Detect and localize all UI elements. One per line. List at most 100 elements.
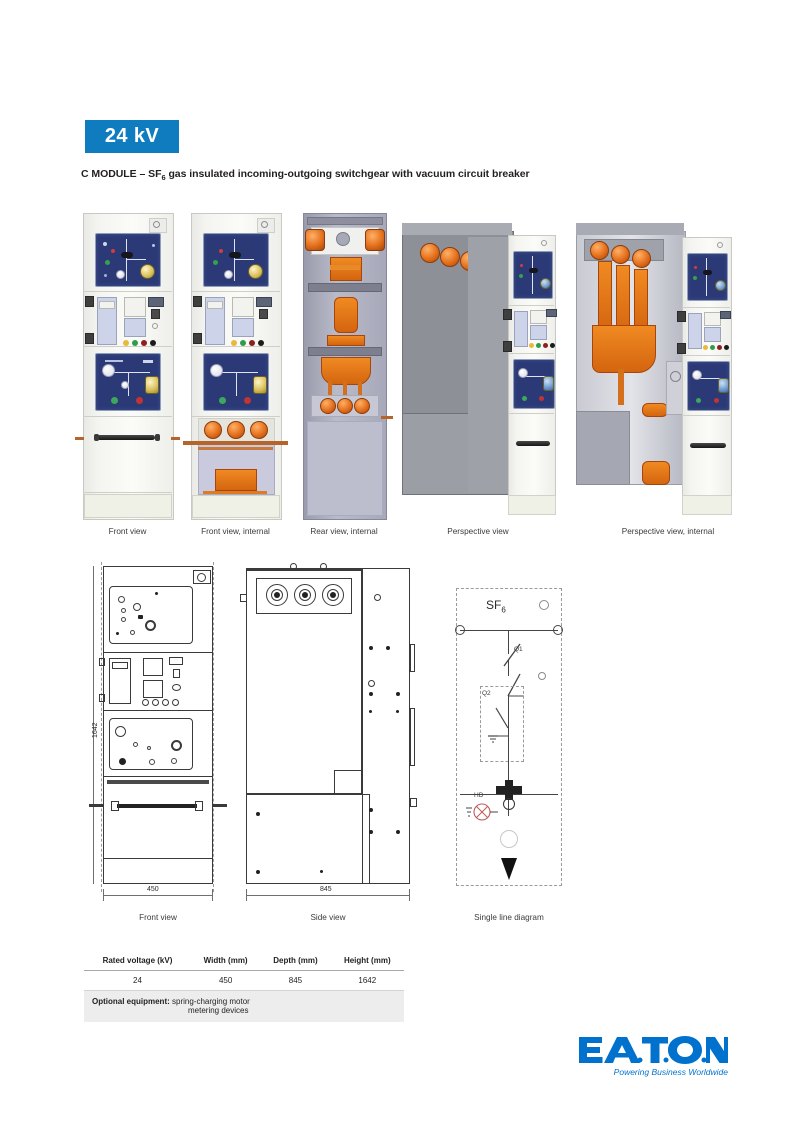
- vacuum-interrupter: [334, 297, 358, 333]
- digital-readout: [256, 297, 272, 307]
- relay-module: [514, 311, 528, 347]
- breaker-operating-socket[interactable]: [543, 376, 554, 391]
- photo-rear-view-internal: [303, 213, 393, 520]
- panel-seam: [191, 291, 280, 292]
- photo-perspective-view-internal: [570, 213, 735, 518]
- base-plinth: [84, 494, 172, 518]
- breaker-operating-socket[interactable]: [145, 376, 159, 394]
- panel-seam: [682, 355, 730, 356]
- dimension-tick: [212, 889, 213, 901]
- photo-caption: Front view: [108, 527, 147, 536]
- cable-bushing: [337, 398, 353, 414]
- photo-front-view: [75, 213, 180, 520]
- selector-switch[interactable]: [151, 309, 160, 319]
- top-bushing: [632, 249, 651, 268]
- busbar-stub: [75, 437, 84, 440]
- voltage-badge: 24 kV: [85, 120, 179, 153]
- panel-divider: [103, 710, 213, 711]
- operating-socket[interactable]: [715, 280, 726, 291]
- charge-indicator: [121, 381, 129, 389]
- bushing-inner-icon: [299, 589, 311, 601]
- cell-height: 1642: [330, 970, 404, 991]
- control-keypad: [232, 318, 254, 337]
- position-switch[interactable]: [703, 270, 712, 275]
- operating-socket[interactable]: [540, 278, 551, 289]
- top-bushing: [440, 247, 460, 267]
- dimension-line-horizontal: [246, 895, 410, 896]
- branch-line: [508, 630, 510, 654]
- support-beam: [308, 347, 382, 356]
- bushing-core: [330, 592, 336, 598]
- indicator-label-hd: HD: [474, 792, 484, 799]
- led-indicator: [104, 274, 107, 277]
- breaker-operating-socket[interactable]: [253, 376, 267, 394]
- breaker-status-dial: [210, 364, 223, 377]
- relay-module: [97, 297, 117, 345]
- cell-width: 450: [190, 970, 261, 991]
- panel-hole: [369, 646, 373, 650]
- mimic-bus-line: [520, 376, 548, 378]
- panel-hole: [369, 692, 373, 696]
- gas-label-sub: 6: [501, 605, 506, 615]
- led-black: [150, 340, 156, 346]
- led-yellow: [123, 340, 129, 346]
- step-line: [334, 770, 362, 771]
- bushing-plate-outline: [256, 578, 352, 614]
- selector-outline: [173, 669, 180, 678]
- breaker-operating-socket[interactable]: [718, 378, 729, 393]
- optional-equipment-row: Optional equipment: spring-charging moto…: [84, 990, 404, 1022]
- step-line: [334, 770, 335, 794]
- cabinet-outline-side-lower: [246, 794, 370, 884]
- bushing-outline: [322, 584, 344, 606]
- lower-mimic-panel: [203, 353, 269, 411]
- side-hinge: [677, 311, 686, 322]
- panel-hole: [369, 830, 373, 834]
- latch-screw-icon: [541, 240, 547, 246]
- optional-equipment-item-1: spring-charging motor: [172, 997, 250, 1006]
- panel-hole: [369, 710, 372, 713]
- led-red-open: [136, 397, 143, 404]
- relay-display: [207, 301, 223, 309]
- label-strip: [105, 360, 123, 362]
- mechanism-ring-icon: [670, 371, 681, 382]
- conductor-drop: [618, 369, 624, 405]
- operating-indicator: [116, 270, 125, 279]
- position-switch[interactable]: [121, 252, 133, 258]
- side-hinge: [85, 296, 94, 307]
- product-photo-row: Front view: [0, 205, 800, 555]
- position-switch[interactable]: [229, 252, 241, 258]
- optional-equipment-cell: Optional equipment: spring-charging moto…: [84, 990, 404, 1022]
- eaton-logo: Powering Business Worldwide: [578, 1035, 728, 1077]
- led-indicator-red: [694, 266, 697, 269]
- top-bushing: [611, 245, 630, 264]
- photo-perspective-view: [398, 213, 558, 518]
- dimension-tick: [246, 889, 247, 901]
- depth-dimension-label: 845: [320, 886, 332, 893]
- led-green: [240, 340, 246, 346]
- door-handle[interactable]: [690, 443, 726, 448]
- width-dimension-label: 450: [147, 886, 159, 893]
- page-title-prefix: C MODULE – SF: [81, 168, 162, 180]
- position-switch[interactable]: [529, 268, 538, 273]
- door-handle-line: [117, 804, 197, 808]
- top-flange-line: [246, 568, 362, 570]
- side-hinge: [193, 296, 202, 307]
- door-handle[interactable]: [516, 441, 550, 446]
- operating-socket[interactable]: [140, 264, 155, 279]
- pole-leg: [328, 381, 332, 399]
- cell-rated-voltage: 24: [84, 970, 191, 991]
- lower-panel-outline: [109, 718, 193, 770]
- panel-seam: [83, 291, 172, 292]
- latch-screw-icon: [153, 221, 160, 228]
- selector-switch[interactable]: [259, 309, 268, 319]
- door-handle[interactable]: [97, 435, 155, 440]
- height-dimension-label: 1642: [92, 722, 99, 738]
- drawing-side-view: 845 Side view: [238, 558, 423, 922]
- led-green-close: [219, 397, 226, 404]
- page-title: C MODULE – SF6 gas insulated incoming-ou…: [81, 168, 721, 182]
- led-indicator-red: [111, 249, 115, 253]
- operating-socket[interactable]: [248, 264, 263, 279]
- hinge-outline: [99, 694, 105, 702]
- operating-port-outline: [145, 620, 156, 631]
- gas-density-monitor-icon: [539, 600, 549, 610]
